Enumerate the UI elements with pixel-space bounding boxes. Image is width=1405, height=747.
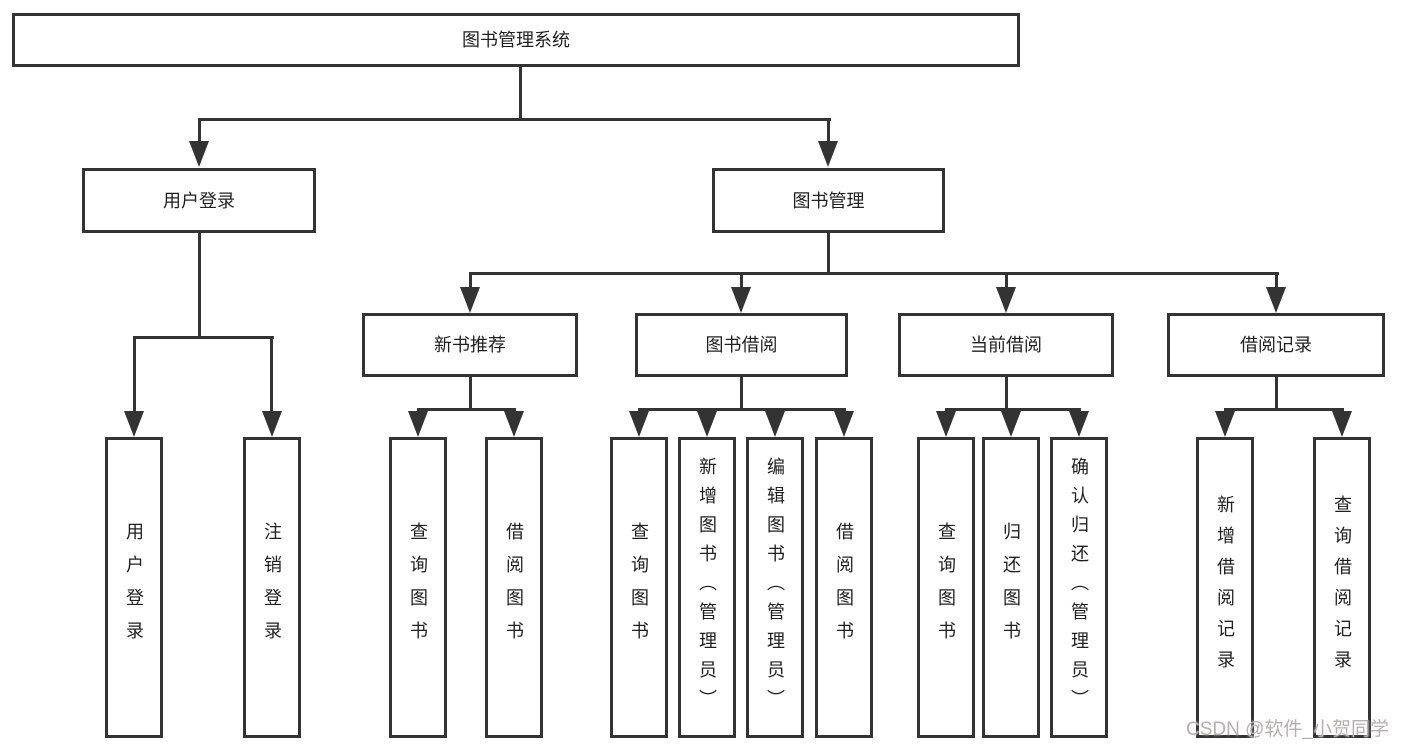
- connector-userlogin-horizontal: [133, 336, 274, 339]
- arrowhead-login-leaf: [124, 411, 144, 437]
- connector-stub-login-leaf: [133, 336, 136, 412]
- leaf-return-books: 归还图书: [982, 437, 1040, 738]
- arrowhead-br-add: [1215, 411, 1235, 437]
- connector-newbook-vertical: [469, 377, 472, 408]
- arrowhead-bb-query: [629, 411, 649, 437]
- watermark: CSDN @软件_小贺同学: [1186, 719, 1389, 740]
- leaf-logout: 注销登录: [243, 437, 301, 738]
- connector-borrowrecord-horizontal: [1224, 408, 1344, 411]
- connector-stub-user-login: [198, 118, 201, 144]
- arrowhead-book-borrow: [731, 287, 751, 313]
- arrowhead-book-management: [818, 141, 838, 167]
- node-new-book-recommend: 新书推荐: [362, 313, 578, 377]
- leaf-add-book-admin: 新增图书（管理员）: [678, 437, 736, 738]
- connector-stub-book-borrow: [740, 272, 743, 289]
- leaf-borrow-books: 借阅图书: [815, 437, 873, 738]
- connector-userlogin-vertical: [198, 233, 201, 336]
- node-borrowing-records: 借阅记录: [1167, 313, 1385, 377]
- node-book-borrowing: 图书借阅: [635, 313, 848, 377]
- connector-stub-borrow-record: [1275, 272, 1278, 289]
- arrowhead-nb-borrow: [504, 411, 524, 437]
- connector-stub-logout-leaf: [270, 336, 273, 412]
- node-book-management: 图书管理: [712, 168, 945, 233]
- connector-currentborrow-horizontal: [945, 408, 1081, 411]
- arrowhead-borrow-record: [1266, 287, 1286, 313]
- connector-stub-current-borrow: [1005, 272, 1008, 289]
- leaf-edit-book-admin: 编辑图书（管理员）: [746, 437, 804, 738]
- connector-stub-book-management: [827, 118, 830, 144]
- connector-stub-new-book: [469, 272, 472, 289]
- leaf-borrow-books-recommend: 借阅图书: [485, 437, 543, 738]
- leaf-query-books-recommend: 查询图书: [389, 437, 447, 738]
- arrowhead-bb-borrow: [834, 411, 854, 437]
- node-user-login: 用户登录: [82, 168, 316, 233]
- connector-bookborrow-vertical: [740, 377, 743, 408]
- leaf-query-books-current: 查询图书: [917, 437, 975, 738]
- connector-borrowrecord-vertical: [1275, 377, 1278, 408]
- connector-currentborrow-vertical: [1005, 377, 1008, 408]
- arrowhead-nb-query: [408, 411, 428, 437]
- connector-newbook-horizontal: [417, 408, 516, 411]
- connector-root-vertical: [519, 67, 522, 118]
- arrowhead-new-book: [460, 287, 480, 313]
- leaf-query-borrow-record: 查询借阅记录: [1313, 437, 1371, 738]
- arrowhead-br-query: [1332, 411, 1352, 437]
- arrowhead-logout-leaf: [262, 411, 282, 437]
- leaf-confirm-return-admin: 确认归还（管理员）: [1050, 437, 1108, 738]
- arrowhead-cb-return: [1001, 411, 1021, 437]
- connector-bookmgmt-vertical: [827, 233, 830, 274]
- leaf-user-login: 用户登录: [105, 437, 163, 738]
- node-root: 图书管理系统: [12, 13, 1020, 67]
- arrowhead-cb-confirm: [1069, 411, 1089, 437]
- arrowhead-current-borrow: [996, 287, 1016, 313]
- arrowhead-bb-add: [697, 411, 717, 437]
- arrowhead-cb-query: [936, 411, 956, 437]
- connector-root-horizontal: [198, 118, 831, 121]
- connector-bookborrow-horizontal: [638, 408, 846, 411]
- leaf-add-borrow-record: 新增借阅记录: [1196, 437, 1254, 738]
- connector-bookmgmt-horizontal: [469, 272, 1279, 275]
- arrowhead-user-login: [189, 141, 209, 167]
- arrowhead-bb-edit: [765, 411, 785, 437]
- leaf-query-books-borrowing: 查询图书: [610, 437, 668, 738]
- node-current-borrowing: 当前借阅: [898, 313, 1114, 377]
